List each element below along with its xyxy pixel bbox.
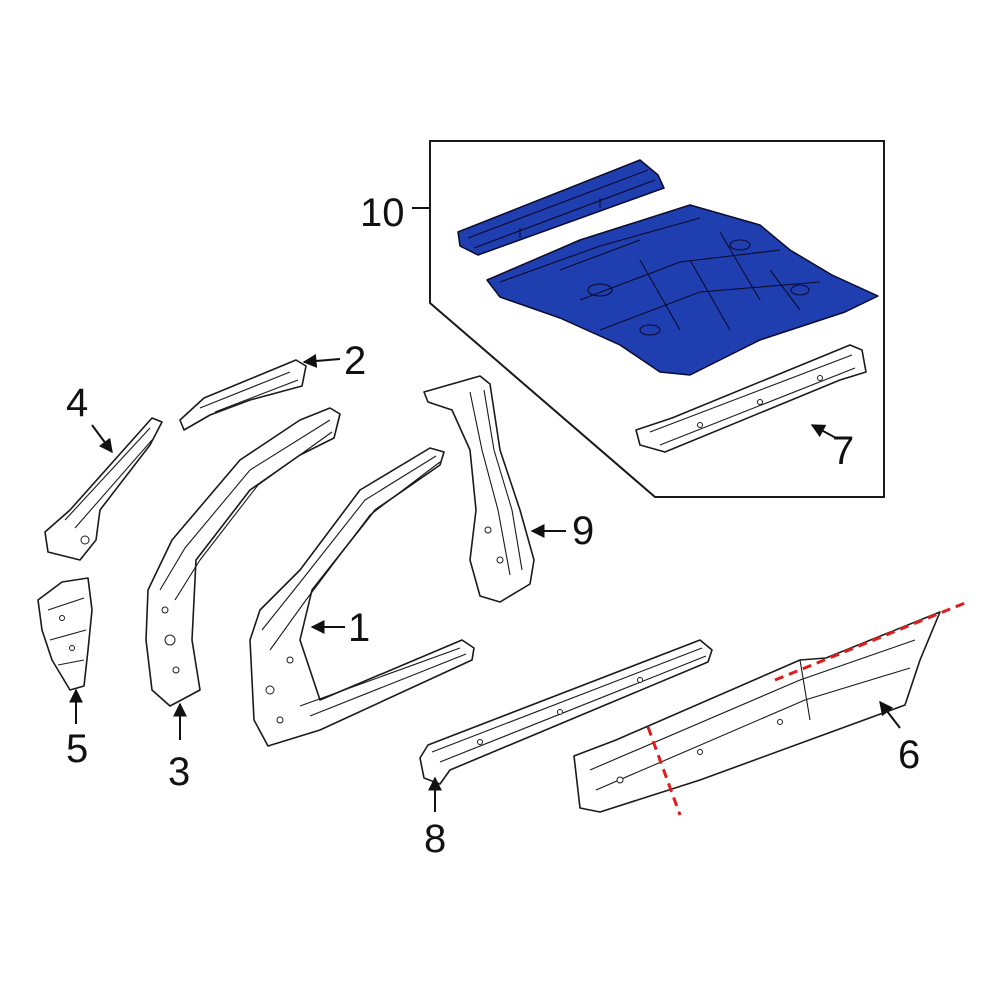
- callout-4: 4: [66, 381, 88, 425]
- callout-3: 3: [168, 750, 190, 794]
- callout-5: 5: [66, 727, 88, 771]
- leader-6: [879, 700, 901, 729]
- part-9-b-pillar[interactable]: [423, 375, 535, 603]
- part-4-pillar-reinforcement[interactable]: [44, 417, 163, 561]
- leader-2: [302, 353, 341, 368]
- part-10-floor-pan[interactable]: [457, 159, 879, 376]
- callout-8: 8: [424, 817, 446, 861]
- part-5-lower-bracket[interactable]: [37, 577, 93, 691]
- callout-7: 7: [832, 429, 854, 473]
- callout-6: 6: [898, 733, 920, 777]
- cut-line-front: [646, 726, 682, 816]
- leader-4: [91, 424, 113, 454]
- callout-10: 10: [360, 191, 405, 235]
- callout-1: 1: [348, 606, 370, 650]
- callout-9: 9: [572, 509, 594, 553]
- part-2-roof-rail-bracket[interactable]: [179, 359, 307, 431]
- part-3-a-pillar-inner[interactable]: [145, 407, 341, 707]
- part-7-floor-rail[interactable]: [635, 344, 867, 453]
- leader-7: [810, 424, 837, 439]
- inset-frame: [429, 140, 885, 498]
- part-1-side-frame-inner[interactable]: [249, 447, 475, 747]
- callout-2: 2: [344, 339, 366, 383]
- cut-line-rear: [774, 601, 966, 682]
- part-8-rocker-inner[interactable]: [419, 639, 713, 785]
- part-6-rocker-panel-outer[interactable]: [573, 611, 941, 813]
